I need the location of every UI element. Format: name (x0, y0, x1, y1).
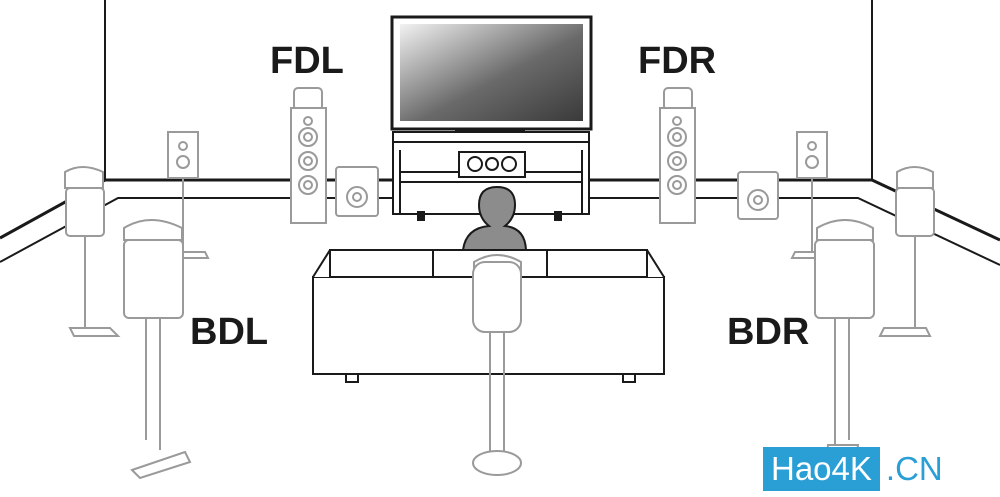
label-bdr: BDR (727, 311, 810, 353)
label-fdl: FDL (270, 40, 344, 82)
front-dolby-left-speaker (290, 87, 327, 224)
label-fdr: FDR (638, 40, 717, 82)
watermark-domain: .CN (879, 447, 949, 491)
back-dolby-right-speaker (814, 219, 875, 461)
listener-silhouette (461, 185, 528, 251)
tv (390, 15, 593, 136)
label-bdl: BDL (190, 311, 269, 353)
center-speaker (458, 151, 526, 178)
surround-left-speaker (64, 166, 121, 337)
rear-center-speaker (472, 254, 522, 476)
watermark-brand: Hao4K (763, 447, 880, 491)
subwoofer-right (737, 171, 779, 220)
watermark: Hao4K .CN (763, 447, 995, 491)
surround-right-speaker (878, 166, 935, 337)
subwoofer-left (335, 166, 379, 217)
front-dolby-right-speaker (659, 87, 696, 224)
back-dolby-left-speaker (123, 219, 192, 480)
